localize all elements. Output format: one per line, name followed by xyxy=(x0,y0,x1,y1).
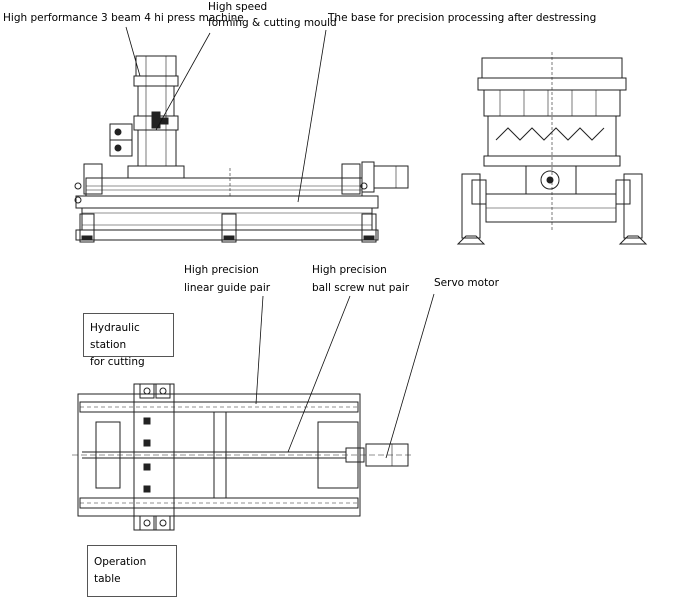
operation-table-label: Operation table xyxy=(94,556,147,585)
plan-view xyxy=(72,383,412,531)
operation-table-box: Operation table xyxy=(87,545,177,597)
label-base: The base for precision processing after … xyxy=(328,12,597,24)
hydraulic-station-box: Hydraulic station for cutting xyxy=(83,313,174,368)
leader-lines xyxy=(125,26,435,459)
label-servo-motor: Servo motor xyxy=(434,277,499,289)
label-linear-guide-line2: linear guide pair xyxy=(184,282,271,294)
hydraulic-station-line2: for cutting xyxy=(90,356,145,368)
hydraulic-station-line1: Hydraulic station xyxy=(90,322,140,351)
label-press-machine: High performance 3 beam 4 hi press machi… xyxy=(3,12,244,24)
label-forming-mould-line2: forming & cutting mould xyxy=(208,17,337,29)
label-ball-screw: High precision ball screw nut pair xyxy=(312,264,409,295)
label-linear-guide-line1: High precision xyxy=(184,264,259,276)
label-ball-screw-line1: High precision xyxy=(312,264,387,276)
label-forming-mould-line1: High speed xyxy=(208,1,268,13)
label-forming-mould: High speed forming & cutting mould xyxy=(208,1,337,30)
side-view xyxy=(74,55,409,243)
label-linear-guide: High precision linear guide pair xyxy=(184,264,270,295)
front-view xyxy=(456,52,648,245)
label-ball-screw-line2: ball screw nut pair xyxy=(312,282,410,294)
